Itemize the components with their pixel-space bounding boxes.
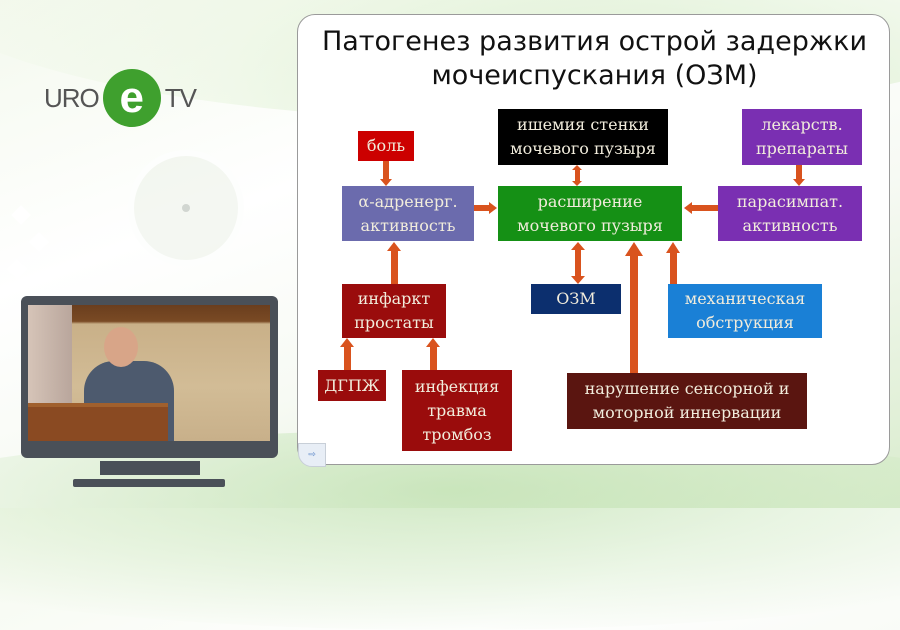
- speaker-video[interactable]: [28, 305, 270, 441]
- film-strip-decoration: [29, 232, 49, 252]
- box-aur: ОЗМ: [531, 284, 621, 314]
- logo-mark-icon: e: [102, 69, 161, 127]
- speaker-video-monitor: [21, 296, 278, 458]
- arrow-alpha-to-distension: [474, 205, 490, 211]
- podium: [28, 403, 168, 441]
- box-pain: боль: [358, 131, 414, 161]
- arrow-bph-to-infarct: [344, 346, 351, 370]
- monitor-stand: [100, 461, 200, 475]
- arrow-ischemia-distension: [575, 168, 580, 183]
- arrowhead-down-icon: [572, 181, 582, 186]
- slide-title-line2: мочеиспускания (ОЗМ): [431, 60, 758, 91]
- arrowhead-down-icon: [380, 179, 392, 186]
- arrow-parasymp-to-distension: [692, 205, 718, 211]
- box-bladder-distension: расширение мочевого пузыря: [498, 186, 682, 241]
- arrowhead-up-icon: [571, 242, 585, 250]
- arrowhead-up-icon: [387, 242, 401, 251]
- box-bph: ДГПЖ: [318, 370, 386, 401]
- speaker-head: [104, 327, 138, 367]
- box-medications: лекарств. препараты: [742, 109, 862, 165]
- arrowhead-up-icon: [340, 338, 354, 347]
- urotv-logo: URO e TV: [44, 68, 197, 128]
- film-reel-decoration: [128, 150, 244, 266]
- logo-text-left: URO: [44, 82, 100, 113]
- arrow-infarct-to-alpha: [391, 251, 398, 284]
- box-bladder-wall-ischemia: ишемия стенки мочевого пузыря: [498, 109, 668, 165]
- arrow-distension-aur: [575, 248, 581, 278]
- arrowhead-up-icon: [572, 165, 582, 170]
- box-sensory-motor-innervation: нарушение сенсорной и моторной иннерваци…: [567, 373, 807, 429]
- box-prostate-infarction: инфаркт простаты: [342, 284, 446, 338]
- arrow-mechanical-to-distension: [670, 253, 677, 284]
- box-mechanical-obstruction: механическая обструкция: [668, 284, 822, 338]
- arrow-neuro-to-distension: [630, 255, 638, 373]
- film-strip-decoration: [11, 205, 31, 225]
- slide-title: Патогенез развития острой задержки мочеи…: [298, 25, 891, 93]
- arrowhead-up-icon: [666, 242, 680, 253]
- arrowhead-up-icon: [625, 242, 643, 256]
- arrowhead-down-icon: [793, 179, 805, 186]
- film-strip-decoration: [7, 259, 27, 279]
- monitor-base: [73, 479, 225, 487]
- slide-nav-icon[interactable]: ⇨: [298, 443, 326, 467]
- box-infection-trauma-thrombosis: инфекция травма тромбоз: [402, 370, 512, 451]
- arrowhead-up-icon: [426, 338, 440, 347]
- arrow-infection-to-infarct: [430, 346, 437, 370]
- arrowhead-down-icon: [571, 276, 585, 284]
- arrow-drugs-to-parasymp: [796, 165, 802, 181]
- logo-text-right: TV: [164, 82, 197, 113]
- arrow-pain-to-alpha: [383, 161, 389, 181]
- box-parasympathetic-activity: парасимпат. активность: [718, 186, 862, 241]
- presentation-slide: Патогенез развития острой задержки мочеи…: [297, 14, 891, 467]
- box-alpha-adrenergic-activity: α-адренерг. активность: [342, 186, 474, 241]
- slide-title-line1: Патогенез развития острой задержки: [321, 26, 868, 57]
- arrowhead-left-icon: [684, 202, 692, 214]
- arrowhead-right-icon: [489, 202, 497, 214]
